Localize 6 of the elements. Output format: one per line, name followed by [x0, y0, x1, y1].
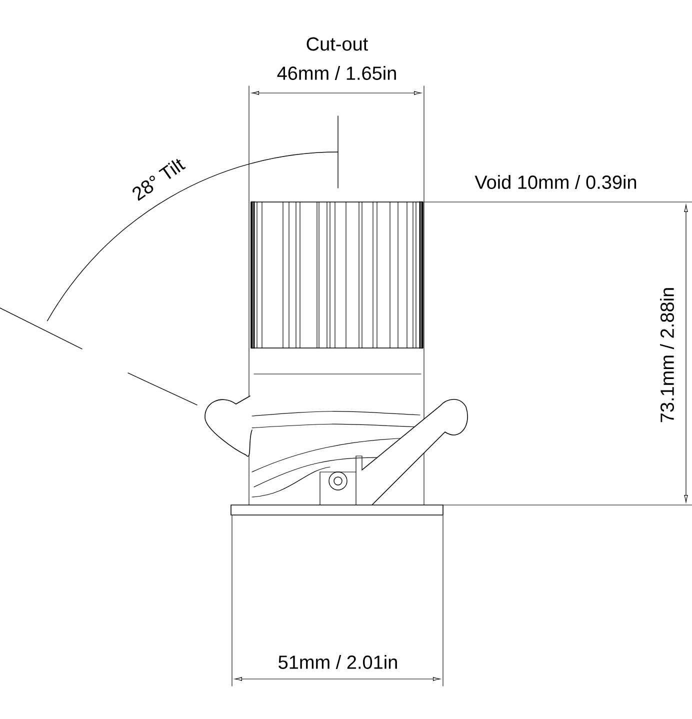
dimension-label: Cut-out [306, 37, 368, 51]
dimension-label: 46mm / 1.65in [277, 66, 396, 80]
angle-label: 28° Tilt [132, 158, 186, 201]
dimension-label: 73.1mm / 2.88in [660, 288, 674, 422]
dimension-label: Void 10mm / 0.39in [474, 175, 636, 189]
dimension-label: 51mm / 2.01in [278, 655, 397, 669]
